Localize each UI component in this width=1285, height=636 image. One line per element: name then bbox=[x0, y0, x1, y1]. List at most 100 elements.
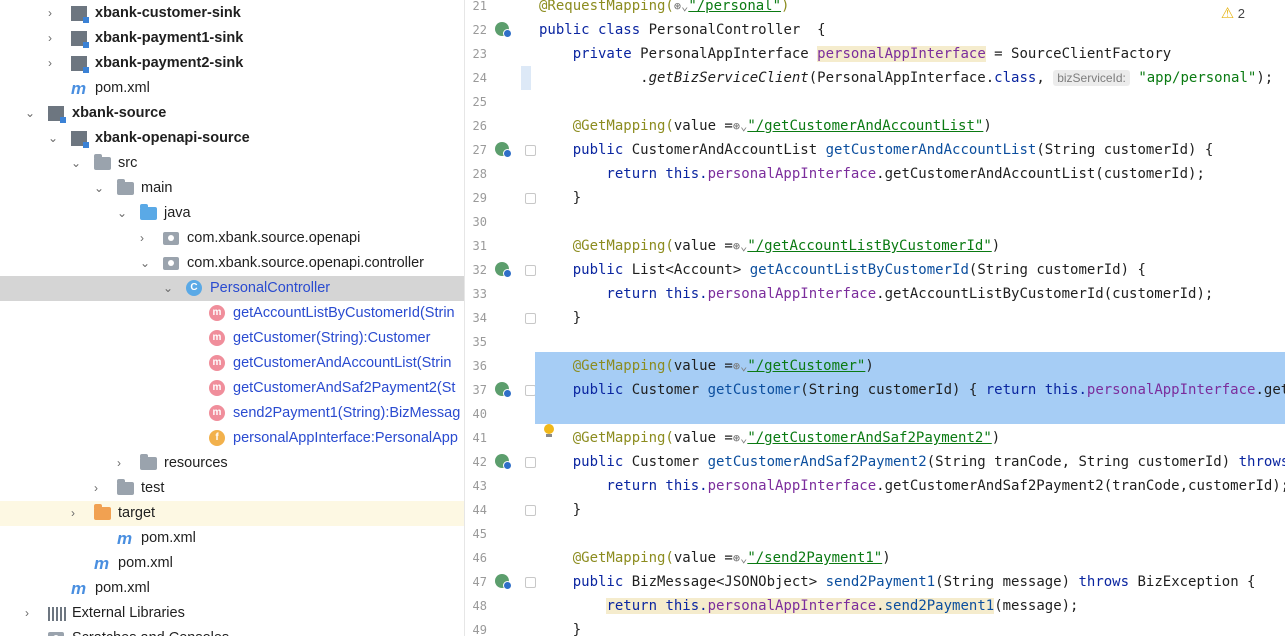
code-line[interactable]: } bbox=[539, 186, 1285, 210]
line-number: 35 bbox=[472, 335, 487, 349]
code-line[interactable]: @GetMapping(value =⊛⌄"/getCustomer") bbox=[539, 354, 1285, 378]
code-line[interactable] bbox=[539, 210, 1285, 234]
chevron-down-icon[interactable]: ⌄ bbox=[25, 106, 36, 120]
tree-node[interactable]: ›com.xbank.source.openapi bbox=[0, 226, 464, 251]
fold-marker-icon[interactable] bbox=[525, 145, 536, 156]
code-line[interactable]: return this.personalAppInterface.getAcco… bbox=[539, 282, 1285, 306]
code-token: @GetMapping( bbox=[539, 430, 674, 446]
code-line[interactable]: @GetMapping(value =⊛⌄"/getCustomerAndAcc… bbox=[539, 114, 1285, 138]
code-line[interactable]: public class PersonalController { bbox=[539, 18, 1285, 42]
code-line[interactable]: public CustomerAndAccountList getCustome… bbox=[539, 138, 1285, 162]
chevron-right-icon[interactable]: › bbox=[117, 456, 121, 470]
chevron-right-icon[interactable]: › bbox=[71, 506, 75, 520]
spring-bean-icon[interactable] bbox=[495, 262, 512, 278]
code-line[interactable]: } bbox=[539, 618, 1285, 636]
chevron-right-icon[interactable]: › bbox=[25, 631, 35, 636]
tree-node[interactable]: ⌄com.xbank.source.openapi.controller bbox=[0, 251, 464, 276]
code-line[interactable]: @GetMapping(value =⊛⌄"/send2Payment1") bbox=[539, 546, 1285, 570]
fold-marker-icon[interactable] bbox=[525, 313, 536, 324]
spring-bean-icon[interactable] bbox=[495, 22, 512, 38]
spring-bean-icon[interactable] bbox=[495, 454, 512, 470]
code-token: (String tranCode, String customerId) bbox=[926, 454, 1239, 470]
method-icon: m bbox=[209, 355, 227, 372]
code-token: throws bbox=[1238, 454, 1285, 470]
fold-marker-icon[interactable] bbox=[525, 577, 536, 588]
code-line[interactable] bbox=[539, 402, 1285, 426]
chevron-down-icon[interactable]: ⌄ bbox=[140, 256, 151, 270]
tree-node-label: main bbox=[141, 180, 173, 196]
code-line[interactable]: return this.personalAppInterface.send2Pa… bbox=[539, 594, 1285, 618]
tree-node[interactable]: ›Scratches and Consoles bbox=[0, 626, 464, 636]
code-token: . bbox=[876, 598, 885, 614]
code-line[interactable]: } bbox=[539, 498, 1285, 522]
chevron-right-icon[interactable]: › bbox=[48, 6, 52, 20]
code-line[interactable]: public Customer getCustomerAndSaf2Paymen… bbox=[539, 450, 1285, 474]
code-line[interactable]: return this.personalAppInterface.getCust… bbox=[539, 474, 1285, 498]
code-line[interactable] bbox=[539, 330, 1285, 354]
tree-node[interactable]: ›External Libraries bbox=[0, 601, 464, 626]
code-line[interactable]: @GetMapping(value =⊛⌄"/getAccountListByC… bbox=[539, 234, 1285, 258]
tree-node[interactable]: ›xbank-payment2-sink bbox=[0, 51, 464, 76]
spring-bean-icon[interactable] bbox=[495, 142, 512, 158]
code-line[interactable] bbox=[539, 522, 1285, 546]
maven-icon: m bbox=[71, 79, 87, 98]
tree-node[interactable]: ›resources bbox=[0, 451, 464, 476]
code-line[interactable]: return this.personalAppInterface.getCust… bbox=[539, 162, 1285, 186]
chevron-down-icon[interactable]: ⌄ bbox=[71, 156, 82, 170]
chevron-down-icon[interactable]: ⌄ bbox=[117, 206, 128, 220]
chevron-right-icon[interactable]: › bbox=[140, 231, 144, 245]
chevron-down-icon[interactable]: ⌄ bbox=[48, 131, 59, 145]
code-line[interactable]: .getBizServiceClient(PersonalAppInterfac… bbox=[539, 66, 1285, 90]
code-line[interactable]: @RequestMapping(⊛⌄"/personal") bbox=[539, 0, 1285, 18]
fold-marker-icon[interactable] bbox=[525, 193, 536, 204]
tree-node[interactable]: ›target bbox=[0, 501, 464, 526]
code-token: } bbox=[539, 622, 582, 636]
line-number: 27 bbox=[472, 143, 487, 157]
tree-node[interactable]: ⌄xbank-source bbox=[0, 101, 464, 126]
chevron-right-icon[interactable]: › bbox=[48, 31, 52, 45]
chevron-right-icon[interactable]: › bbox=[94, 481, 98, 495]
tree-node[interactable]: ›test bbox=[0, 476, 464, 501]
warning-indicator[interactable]: ⚠ 2 bbox=[1221, 4, 1245, 22]
code-token: "/getAccountListByCustomerId" bbox=[747, 238, 992, 254]
code-line[interactable]: public Customer getCustomer(String custo… bbox=[539, 378, 1285, 402]
lightbulb-icon[interactable] bbox=[543, 424, 555, 438]
chevron-down-icon[interactable]: ⌄ bbox=[94, 181, 105, 195]
chevron-right-icon[interactable]: › bbox=[48, 56, 52, 70]
code-line[interactable] bbox=[539, 90, 1285, 114]
code-line[interactable]: public BizMessage<JSONObject> send2Payme… bbox=[539, 570, 1285, 594]
tree-node[interactable]: ›xbank-payment1-sink bbox=[0, 26, 464, 51]
tree-node[interactable]: ⌄src bbox=[0, 151, 464, 176]
spring-bean-icon[interactable] bbox=[495, 574, 512, 590]
chevron-down-icon[interactable]: ⌄ bbox=[163, 281, 174, 295]
fold-marker-icon[interactable] bbox=[525, 265, 536, 276]
code-area[interactable]: @RequestMapping(⊛⌄"/personal")public cla… bbox=[535, 0, 1285, 636]
tree-node[interactable]: ⌄java bbox=[0, 201, 464, 226]
fold-marker-icon[interactable] bbox=[525, 457, 536, 468]
code-line[interactable]: public List<Account> getAccountListByCus… bbox=[539, 258, 1285, 282]
code-token: Customer bbox=[631, 382, 708, 398]
tree-node[interactable]: ⌄ main bbox=[0, 176, 464, 201]
code-line[interactable]: private PersonalAppInterface personalApp… bbox=[539, 42, 1285, 66]
module-icon bbox=[48, 105, 66, 123]
chevron-right-icon[interactable]: › bbox=[25, 606, 29, 620]
code-line[interactable]: @GetMapping(value =⊛⌄"/getCustomerAndSaf… bbox=[539, 426, 1285, 450]
tree-node[interactable]: ⌄xbank-openapi-source bbox=[0, 126, 464, 151]
tree-node[interactable]: ›xbank-customer-sink bbox=[0, 1, 464, 26]
line-number: 44 bbox=[472, 503, 487, 517]
spring-bean-icon[interactable] bbox=[495, 382, 512, 398]
code-line[interactable]: } bbox=[539, 306, 1285, 330]
fold-marker-icon[interactable] bbox=[525, 505, 536, 516]
